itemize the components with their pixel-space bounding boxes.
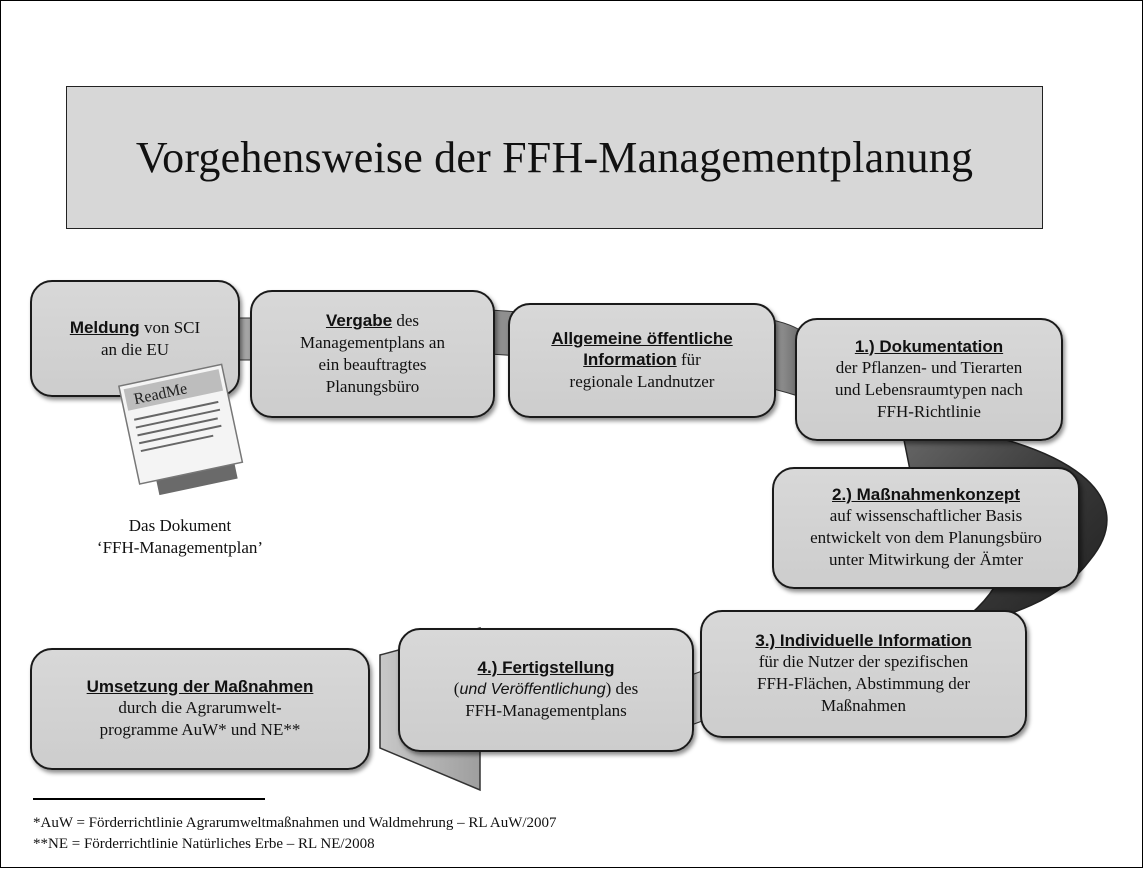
step-individuell: 3.) Individuelle Information für die Nut…: [700, 610, 1027, 738]
footnote-rule: [33, 798, 265, 800]
konzept-text1: auf wissenschaftlicher Basis: [829, 506, 1023, 525]
individuell-text1: für die Nutzer der spezifischen: [758, 652, 969, 671]
dokumentation-text1: der Pflanzen- und Tierarten: [835, 357, 1023, 377]
konzept-text3: unter Mitwirkung der Ämter: [828, 550, 1024, 569]
individuell-head: 3.) Individuelle Information: [755, 631, 972, 650]
fertigstellung-head: 4.) Fertigstellung: [477, 658, 615, 677]
information-head1: Allgemeine öffentliche: [551, 328, 733, 348]
umsetzung-text1: durch die Agrarumwelt-: [118, 698, 282, 717]
vergabe-head: Vergabe: [325, 311, 393, 330]
footnote-ne: **NE = Förderrichtlinie Natürliches Erbe…: [33, 836, 375, 852]
fertigstellung-open: (: [453, 679, 460, 698]
document-caption-2: ‘FFH-Managementplan’: [96, 538, 264, 557]
document-caption-1: Das Dokument: [128, 516, 232, 535]
vergabe-text3: ein beauftragtes: [318, 355, 427, 374]
individuell-text3: Maßnahmen: [821, 696, 906, 715]
step-information: Allgemeine öffentliche Information für r…: [508, 303, 776, 418]
meldung-head: Meldung: [69, 317, 140, 337]
step-konzept: 2.) Maßnahmenkonzept auf wissenschaftlic…: [772, 467, 1080, 589]
meldung-text2: an die EU: [101, 339, 169, 359]
vergabe-text4: Planungsbüro: [325, 377, 420, 396]
konzept-text2: entwickelt von dem Planungsbüro: [810, 528, 1042, 547]
footnote-auw: *AuW = Förderrichtlinie Agrarumweltmaßna…: [33, 815, 557, 831]
title-box: Vorgehensweise der FFH-Managementplanung: [66, 86, 1043, 229]
step-dokumentation: 1.) Dokumentation der Pflanzen- und Tier…: [795, 318, 1063, 441]
information-text1: für: [676, 349, 701, 369]
step-umsetzung: Umsetzung der Maßnahmen durch die Agraru…: [30, 648, 370, 770]
dokumentation-text2: und Lebensraumtypen nach: [835, 379, 1023, 399]
slide-title: Vorgehensweise der FFH-Managementplanung: [135, 133, 974, 182]
meldung-text: von SCI: [139, 317, 201, 337]
fertigstellung-italic: und Veröffentlichung: [459, 681, 606, 698]
information-text2: regionale Landnutzer: [569, 371, 715, 391]
step-fertigstellung: 4.) Fertigstellung (und Veröffentlichung…: [398, 628, 694, 752]
individuell-text2: FFH-Flächen, Abstimmung der: [757, 674, 970, 693]
document-caption: Das Dokument ‘FFH-Managementplan’: [85, 515, 275, 559]
dokumentation-text3: FFH-Richtlinie: [877, 401, 981, 421]
fertigstellung-text2: FFH-Managementplans: [465, 701, 627, 720]
umsetzung-text2: programme AuW* und NE**: [99, 720, 301, 739]
dokumentation-head: 1.) Dokumentation: [854, 336, 1004, 356]
information-head2: Information: [583, 349, 677, 369]
fertigstellung-close: ) des: [605, 679, 639, 698]
vergabe-text1: des: [392, 311, 420, 330]
konzept-head: 2.) Maßnahmenkonzept: [832, 485, 1020, 504]
readme-document-icon: ReadMe: [117, 363, 244, 496]
umsetzung-head: Umsetzung der Maßnahmen: [86, 677, 314, 696]
vergabe-text2: Managementplans an: [300, 333, 445, 352]
step-vergabe: Vergabe des Managementplans an ein beauf…: [250, 290, 495, 418]
